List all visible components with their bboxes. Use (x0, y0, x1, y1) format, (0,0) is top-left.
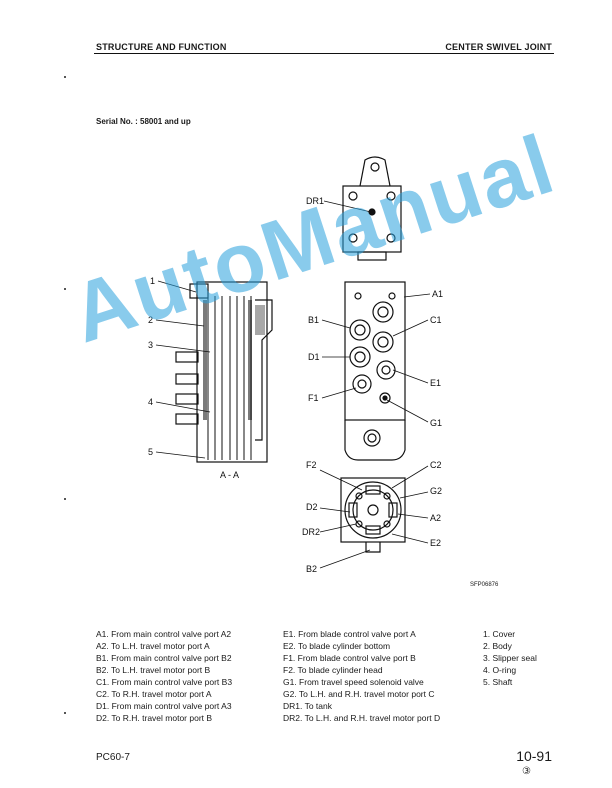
callout-f2: F2 (306, 460, 317, 470)
serial-number: Serial No. : 58001 and up (96, 117, 191, 126)
figure-code: SFP06876 (470, 582, 499, 588)
callout-5: 5 (148, 447, 153, 457)
callout-4: 4 (148, 397, 153, 407)
revision-mark: ③ (522, 766, 531, 777)
callout-d2: D2 (306, 502, 318, 512)
legend-item: C1. From main control valve port B3 (96, 677, 233, 687)
callout-dr2: DR2 (302, 527, 320, 537)
callout-1: 1 (150, 276, 155, 286)
legend-item: E2. To blade cylinder bottom (283, 641, 391, 651)
legend-item: C2. To R.H. travel motor port A (96, 689, 212, 699)
legend-item: G2. To L.H. and R.H. travel motor port C (283, 689, 435, 699)
callout-dr1: DR1 (306, 196, 324, 206)
front-view-body (344, 281, 406, 461)
bottom-view-shaft (340, 477, 406, 553)
legend-item: A2. To L.H. travel motor port A (96, 641, 210, 651)
callout-a2: A2 (430, 513, 441, 523)
callout-g2: G2 (430, 486, 442, 496)
legend-item: 2. Body (483, 641, 512, 651)
legend-item: G1. From travel speed solenoid valve (283, 677, 424, 687)
callout-a1: A1 (432, 289, 443, 299)
callout-2: 2 (148, 315, 153, 325)
legend-item: B1. From main control valve port B2 (96, 653, 232, 663)
margin-dot (64, 712, 66, 714)
callout-e1: E1 (430, 378, 441, 388)
legend-column-2: E1. From blade control valve port A E2. … (283, 628, 440, 724)
callout-c2: C2 (430, 460, 442, 470)
top-view-cover (342, 156, 402, 261)
margin-dot (64, 498, 66, 500)
callout-b2: B2 (306, 564, 317, 574)
legend-item: E1. From blade control valve port A (283, 629, 416, 639)
legend-item: 3. Slipper seal (483, 653, 537, 663)
section-label: A - A (220, 470, 239, 480)
model-number: PC60-7 (96, 752, 130, 763)
legend-item: F1. From blade control valve port B (283, 653, 416, 663)
legend-item: DR2. To L.H. and R.H. travel motor port … (283, 713, 441, 723)
legend-column-3: 1. Cover 2. Body 3. Slipper seal 4. O-ri… (483, 628, 537, 688)
legend-item: 1. Cover (483, 629, 516, 639)
legend-item: D2. To R.H. travel motor port B (96, 713, 213, 723)
legend-item: A1. From main control valve port A2 (96, 629, 232, 639)
margin-dot (64, 76, 66, 78)
callout-b1: B1 (308, 315, 319, 325)
legend-item: 5. Shaft (483, 677, 513, 687)
callout-c1: C1 (430, 315, 442, 325)
callout-g1: G1 (430, 418, 442, 428)
section-view (175, 281, 273, 463)
legend-item: B2. To L.H. travel motor port B (96, 665, 211, 675)
callout-f1: F1 (308, 393, 319, 403)
legend-item: DR1. To tank (283, 701, 332, 711)
callout-d1: D1 (308, 352, 320, 362)
margin-dot (64, 288, 66, 290)
legend-item: 4. O-ring (483, 665, 517, 675)
legend-column-1: A1. From main control valve port A2 A2. … (96, 628, 232, 724)
callout-3: 3 (148, 340, 153, 350)
callout-e2: E2 (430, 538, 441, 548)
legend-item: D1. From main control valve port A3 (96, 701, 232, 711)
section-title: STRUCTURE AND FUNCTION (96, 42, 227, 52)
legend-item: F2. To blade cylinder head (283, 665, 383, 675)
chapter-title: CENTER SWIVEL JOINT (445, 42, 552, 52)
header-rule (94, 53, 554, 54)
page-number: 10-91 (516, 748, 552, 764)
